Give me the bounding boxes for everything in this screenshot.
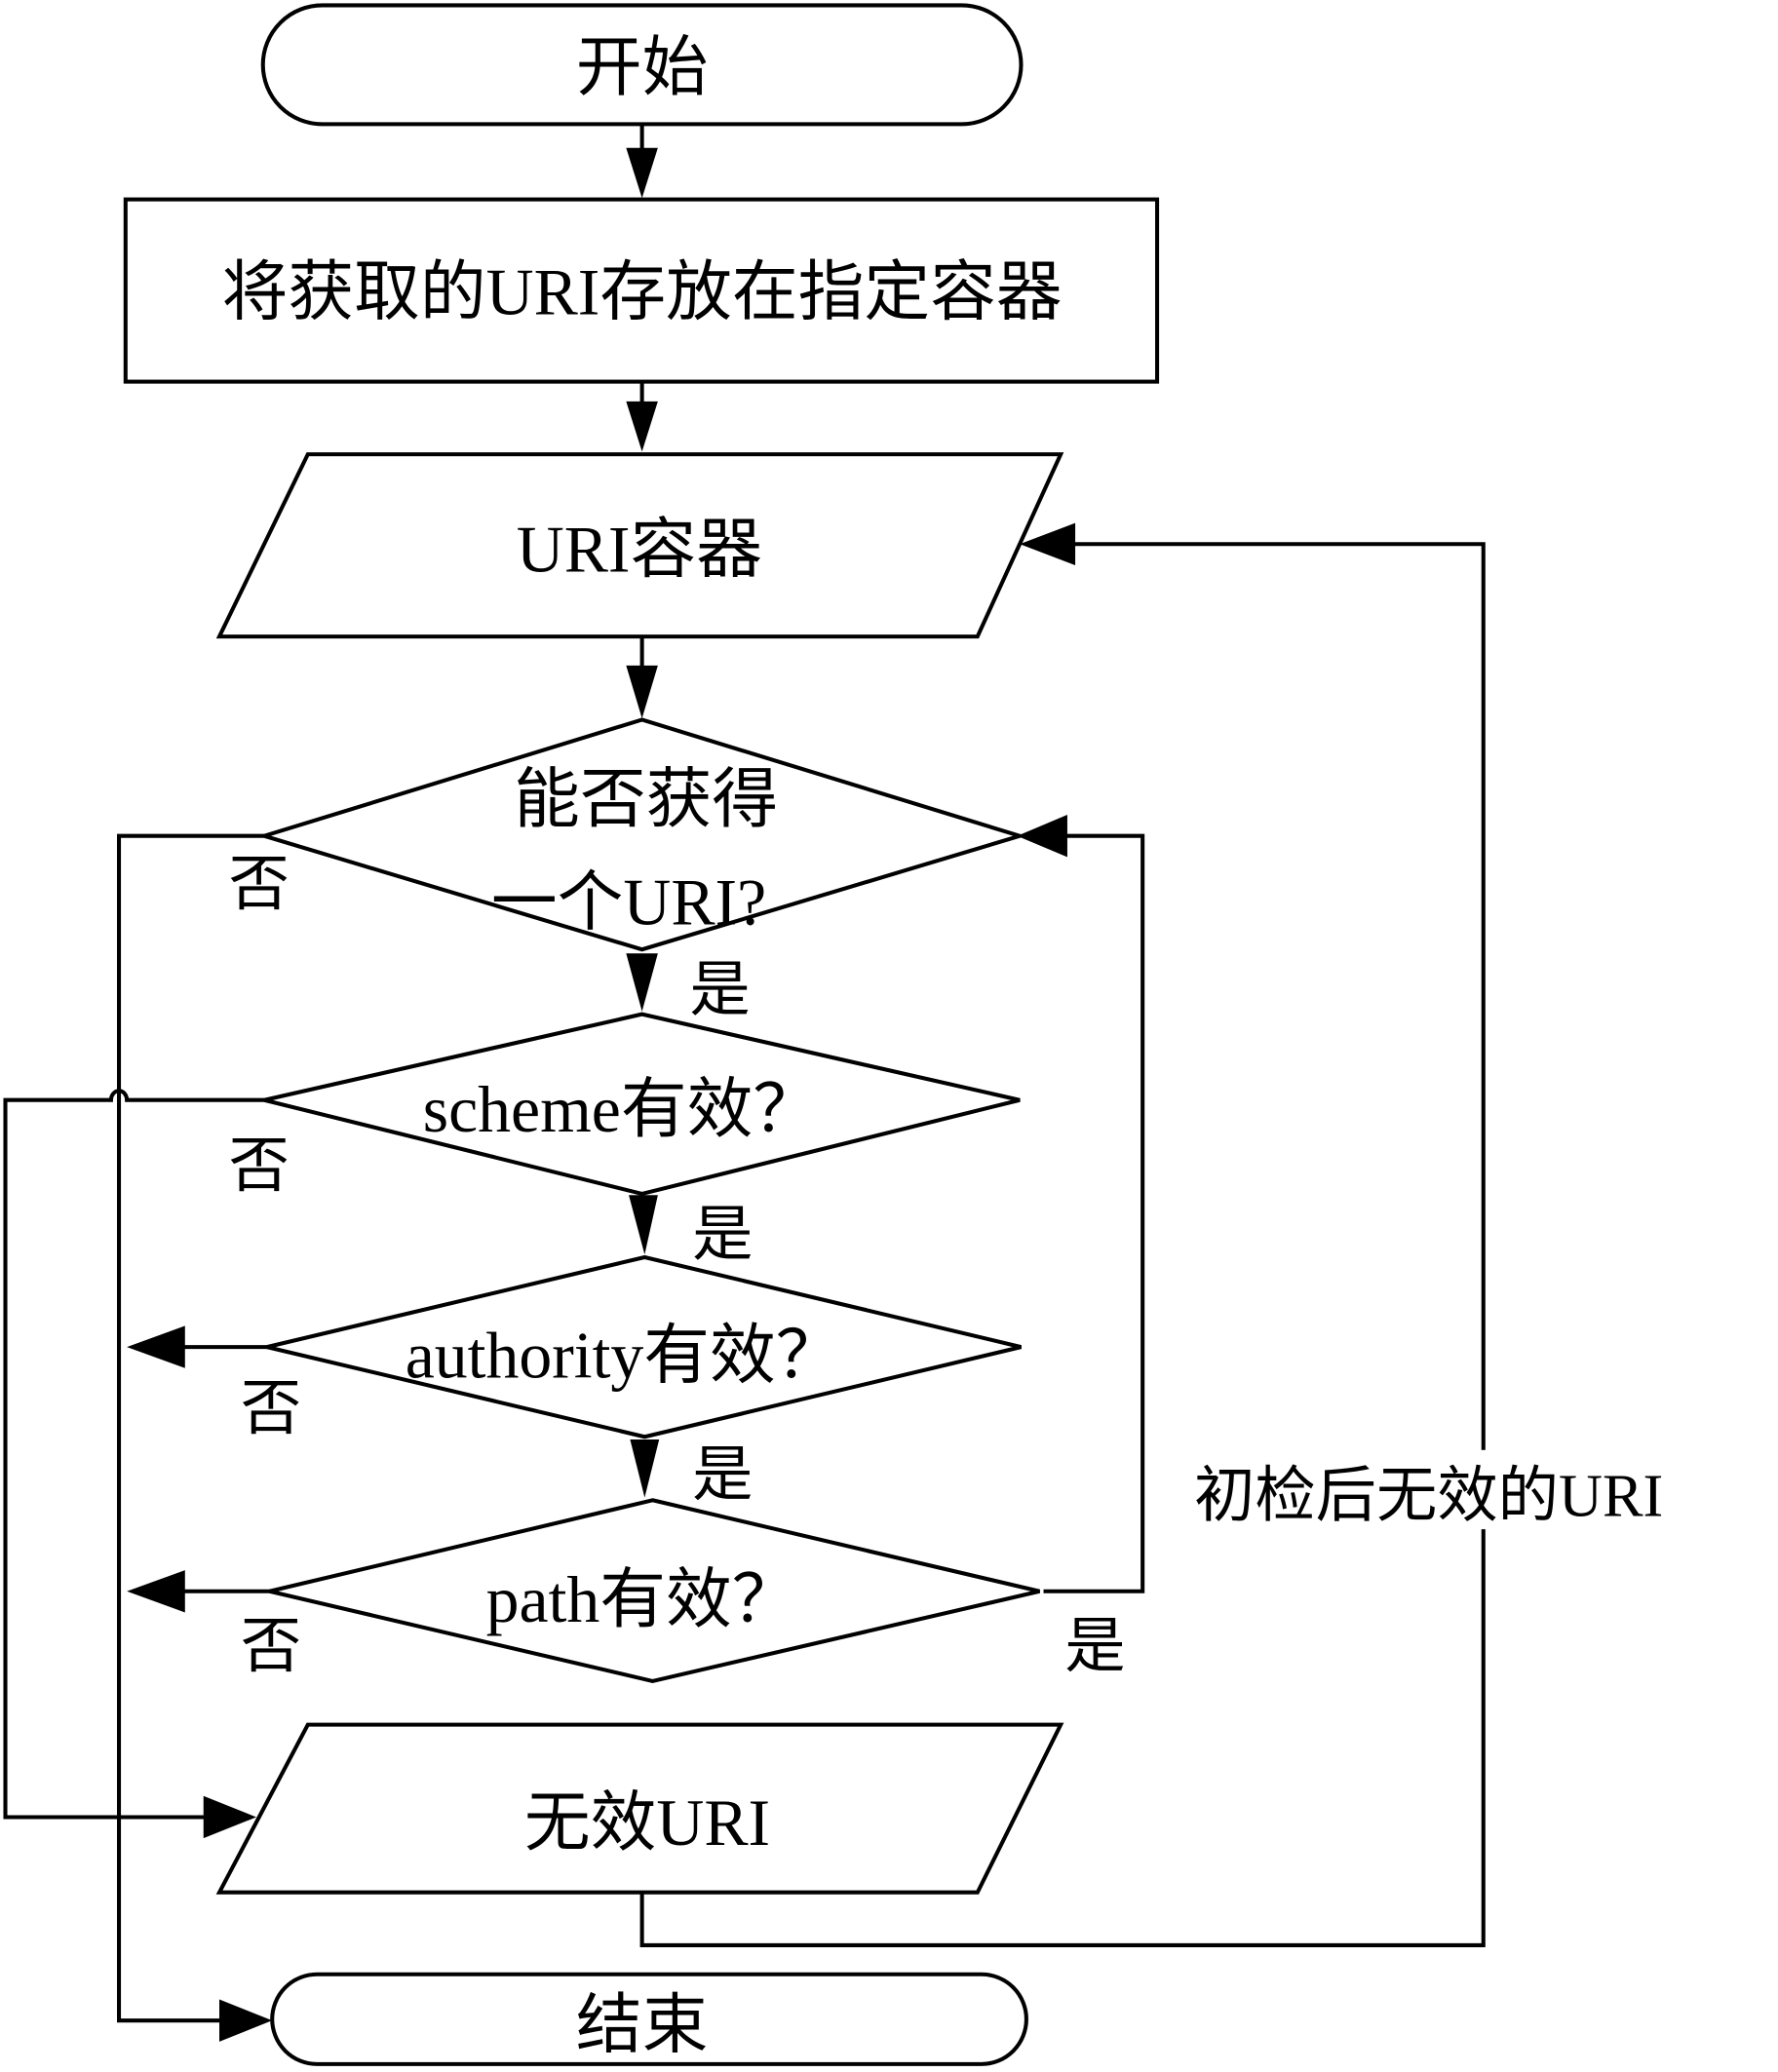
invalid-uri-node: 无效URI bbox=[215, 1722, 1064, 1895]
arrow-down-icon bbox=[626, 953, 658, 1012]
label-yes: 是 bbox=[1064, 1613, 1125, 1680]
start-label: 开始 bbox=[576, 31, 709, 104]
decision-path: path有效？ bbox=[269, 1498, 1040, 1684]
arrow-left-icon bbox=[1020, 522, 1076, 565]
decision-get-uri-line1: 能否获得 bbox=[514, 763, 778, 836]
label-no: 否 bbox=[241, 1613, 301, 1680]
uri-container-node: URI容器 bbox=[215, 452, 1064, 639]
connector-scheme-no bbox=[3, 1089, 265, 1820]
connector-path-yes-loop bbox=[1043, 833, 1145, 1593]
end-node: 结束 bbox=[270, 1972, 1028, 2066]
decision-authority: authority有效？ bbox=[266, 1254, 1022, 1439]
decision-authority-label: authority有效？ bbox=[406, 1319, 842, 1392]
decision-get-uri-line2: 一个URI? bbox=[491, 866, 766, 940]
connector-get-no bbox=[117, 833, 265, 2023]
end-label: 结束 bbox=[576, 1988, 709, 2061]
arrow-right-icon bbox=[219, 1999, 273, 2042]
arrow-down-icon bbox=[626, 147, 658, 199]
arrow-left-icon bbox=[1017, 815, 1067, 858]
arrow-down-icon bbox=[629, 1195, 658, 1255]
store-process-node: 将获取的URI存放在指定容器 bbox=[123, 197, 1160, 384]
label-no: 否 bbox=[228, 851, 289, 918]
arrow-right-icon bbox=[203, 1795, 256, 1839]
start-node: 开始 bbox=[260, 3, 1024, 127]
label-yes: 是 bbox=[692, 1201, 753, 1268]
arrow-down-icon bbox=[626, 401, 658, 452]
arrow-down-icon bbox=[626, 665, 658, 719]
connector-invalid-feedback bbox=[639, 542, 1486, 1947]
uri-container-label: URI容器 bbox=[517, 514, 762, 587]
invalid-uri-label: 无效URI bbox=[524, 1786, 770, 1860]
label-no: 否 bbox=[241, 1375, 301, 1442]
decision-scheme: scheme有效？ bbox=[263, 1012, 1021, 1197]
decision-scheme-label: scheme有效？ bbox=[423, 1073, 819, 1146]
arrow-left-icon bbox=[127, 1570, 185, 1613]
label-yes: 是 bbox=[689, 957, 750, 1024]
decision-path-label: path有效？ bbox=[486, 1563, 798, 1636]
store-process-label: 将获取的URI存放在指定容器 bbox=[222, 255, 1063, 328]
label-yes: 是 bbox=[692, 1441, 753, 1509]
arrow-left-icon bbox=[127, 1325, 185, 1368]
feedback-label: 初检后无效的URI bbox=[1194, 1463, 1663, 1530]
label-no: 否 bbox=[228, 1132, 289, 1200]
arrow-down-icon bbox=[630, 1439, 660, 1498]
decision-get-uri: 能否获得 一个URI? bbox=[257, 717, 1027, 952]
